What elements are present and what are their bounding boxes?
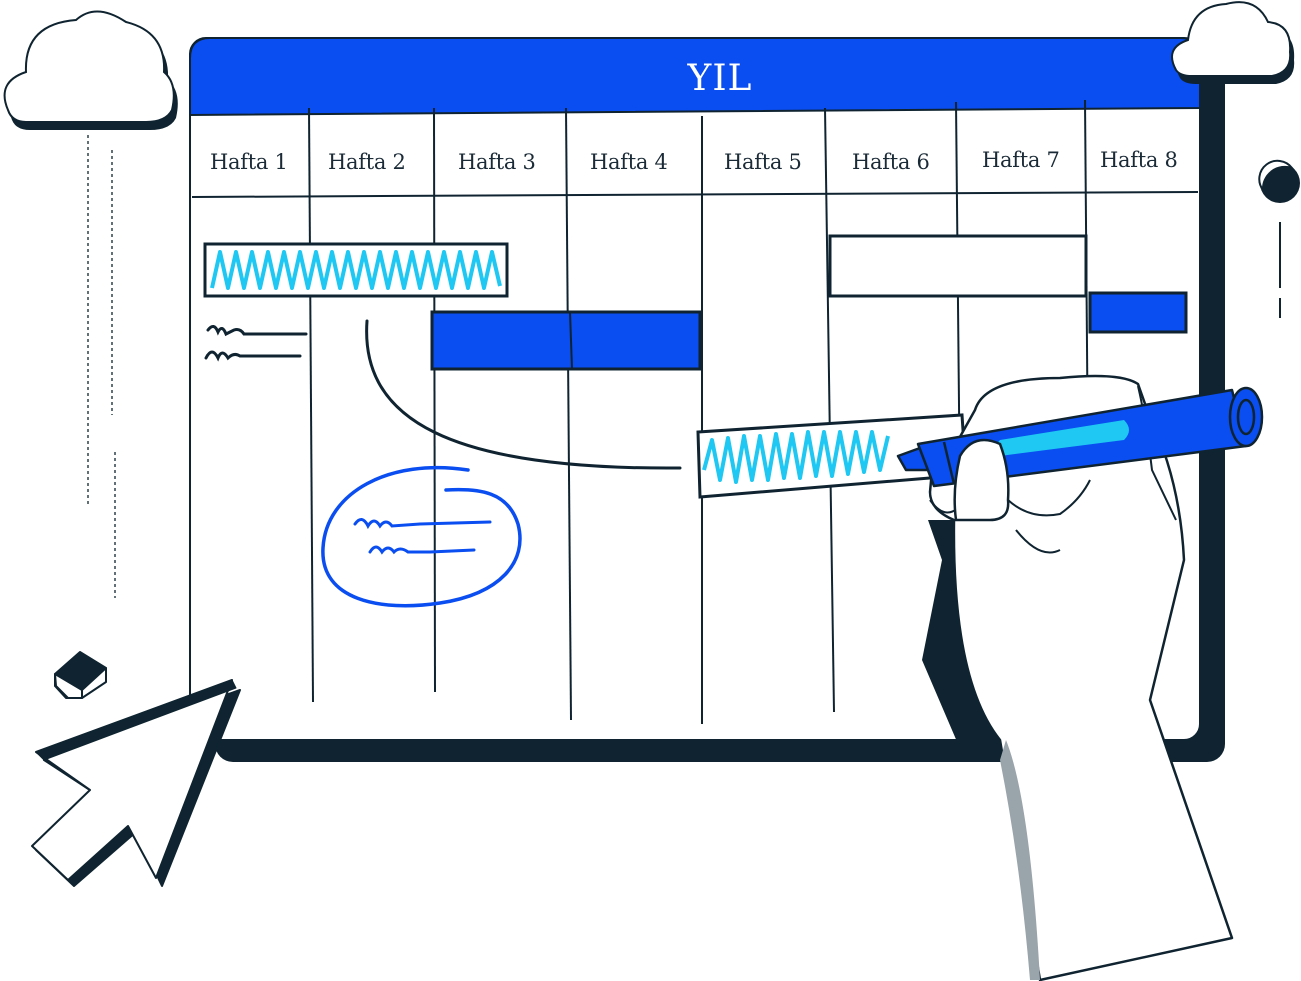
task-bar-week3-4	[430, 310, 702, 371]
week-label-6: Hafta 6	[852, 150, 930, 174]
task-bar-week8	[1088, 291, 1188, 334]
cube-icon	[54, 651, 107, 699]
rain-lines	[87, 135, 116, 598]
week-label-4: Hafta 4	[590, 150, 668, 174]
task-bar-week1-3	[203, 242, 509, 298]
task-bar-week5-7	[696, 413, 968, 499]
column-lines	[308, 99, 1091, 724]
board-title: YIL	[687, 58, 753, 99]
week-label-2: Hafta 2	[328, 150, 406, 174]
header-divider	[191, 191, 1199, 198]
week-label-8: Hafta 8	[1100, 148, 1178, 172]
cloud-icon	[1171, 1, 1295, 85]
hand-holding-marker-icon	[928, 374, 1234, 981]
week-label-3: Hafta 3	[458, 150, 536, 174]
circled-note	[321, 465, 522, 608]
half-moon-icon	[1258, 159, 1300, 318]
week-label-1: Hafta 1	[210, 150, 288, 174]
dependency-curve	[365, 319, 682, 470]
handwritten-note	[204, 325, 308, 362]
week-label-7: Hafta 7	[982, 148, 1060, 172]
task-bar-week6-7	[828, 234, 1088, 298]
thumb	[953, 438, 1010, 522]
cursor-arrow-icon	[31, 679, 241, 887]
cloud-icon	[3, 10, 178, 130]
week-label-5: Hafta 5	[724, 150, 802, 174]
